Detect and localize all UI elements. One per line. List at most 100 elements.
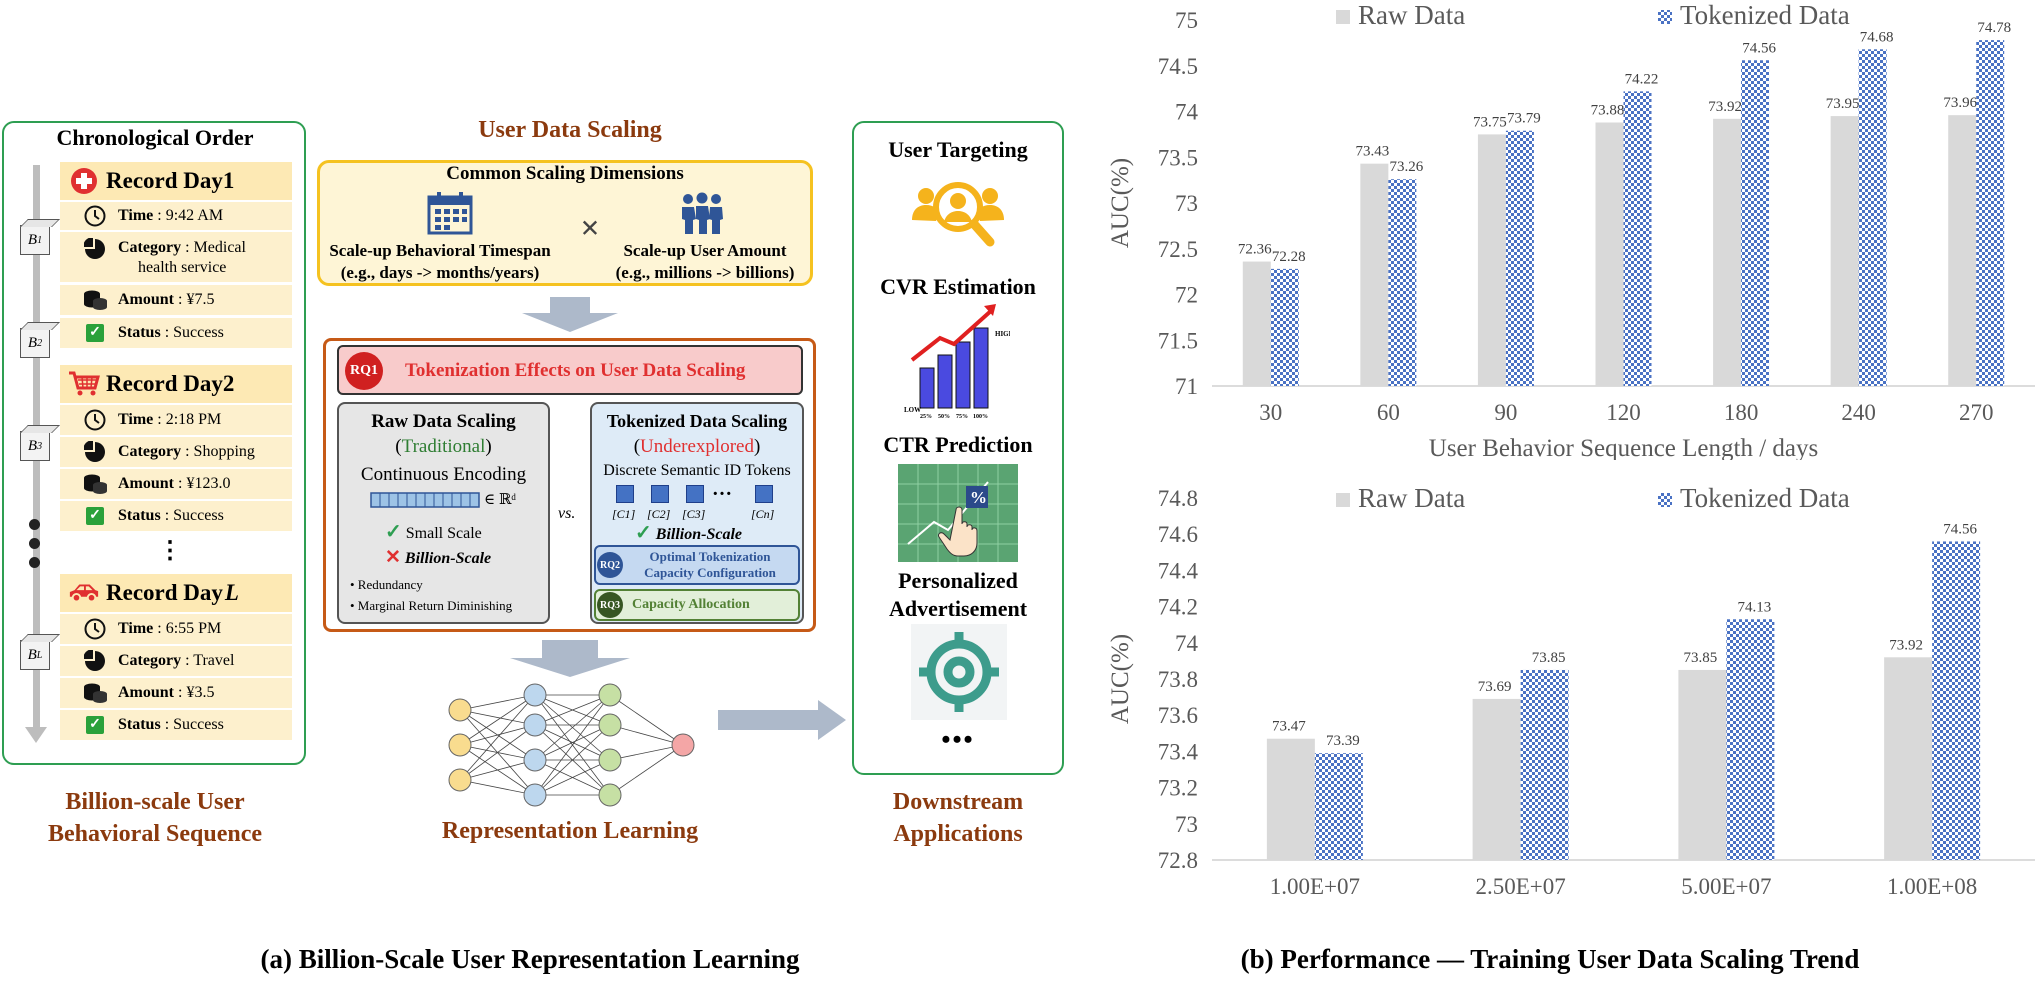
token-block (651, 485, 669, 503)
data-label: 72.36 (1238, 242, 1272, 258)
tokenized-data-bar (1623, 91, 1652, 387)
pie-category-icon (82, 238, 108, 260)
clock-icon (82, 409, 108, 431)
target-icon (911, 624, 1007, 725)
cross-icon: ✕ (385, 547, 401, 568)
dimension-timespan: Scale-up Behavioral Timespan (e.g., days… (329, 241, 551, 282)
check-icon: ✓ (86, 507, 104, 525)
data-label: 73.39 (1326, 733, 1360, 749)
data-label: 73.85 (1532, 650, 1566, 666)
y-tick-label: 71 (1175, 374, 1198, 399)
record-header: Record Day2 (60, 365, 292, 403)
raw-bullet-redundancy: • Redundancy (350, 577, 423, 592)
rq1-badge: RQ1 (345, 352, 383, 390)
record-row: Time: 2:18 PM (60, 405, 292, 435)
pie-category-icon (82, 650, 108, 672)
raw-data-bar (1884, 657, 1933, 860)
rq3-text: Capacity Allocation (632, 597, 750, 612)
data-label: 74.22 (1625, 71, 1659, 87)
check-icon: ✓ (86, 324, 104, 342)
raw-data-bar (1713, 118, 1742, 386)
y-tick-label: 74.8 (1158, 486, 1198, 511)
ctr-prediction-label: CTR Prediction (883, 432, 1033, 457)
billion-scale-check-row: ✓ Billion-Scale (635, 522, 742, 544)
data-label: 73.69 (1478, 679, 1512, 695)
svg-text:75%: 75% (956, 414, 968, 420)
coins-icon (82, 682, 108, 704)
rq3-badge: RQ3 (597, 592, 623, 618)
x-tick-label: 60 (1377, 400, 1400, 425)
raw-data-bar (1242, 261, 1271, 386)
data-label: 73.26 (1389, 159, 1423, 175)
raw-data-bar (1472, 698, 1521, 860)
vertical-ellipsis-dot (29, 519, 40, 530)
y-tick-label: 73.2 (1158, 776, 1198, 801)
y-tick-label: 72.8 (1158, 848, 1198, 873)
legend-label: Tokenized Data (1680, 0, 1850, 30)
tokenized-data-panel (590, 402, 804, 624)
y-tick-label: 74 (1175, 100, 1199, 125)
user-targeting-label: User Targeting (888, 137, 1028, 162)
sequence-title: Chronological Order (56, 125, 254, 150)
record-row: Category: Shopping (60, 437, 292, 467)
data-label: 73.95 (1826, 96, 1860, 112)
check-icon: ✓ (86, 716, 104, 734)
neural-network-diagram (440, 680, 710, 815)
x-tick-label: 240 (1841, 400, 1876, 425)
tokenized-data-bar (1388, 179, 1417, 386)
check-icon: ✓ (385, 521, 402, 543)
tokenized-data-bar (1976, 40, 2005, 386)
y-tick-label: 74.4 (1158, 558, 1199, 583)
downstream-caption: Downstream Applications (892, 789, 1024, 847)
small-scale-row: ✓ Small Scale (385, 521, 482, 543)
record-row: Time: 9:42 AM (60, 202, 292, 230)
y-tick-label: 74.6 (1158, 522, 1198, 547)
records-ellipsis: ⋮ (158, 538, 182, 564)
record-row: Amount: ¥7.5 (60, 285, 292, 315)
check-icon: ✓ (635, 522, 652, 544)
data-label: 72.28 (1272, 249, 1306, 265)
sequence-panel (2, 121, 306, 765)
common-dimensions-title: Common Scaling Dimensions (446, 163, 684, 184)
tokenized-data-bar (1520, 669, 1569, 860)
record-row: ✓ Status: Success (60, 318, 292, 348)
y-tick-label: 75 (1175, 8, 1198, 33)
record-row: Time: 6:55 PM (60, 614, 292, 644)
y-tick-label: 72 (1175, 283, 1198, 308)
token-label: [Cn] (751, 507, 775, 521)
more-applications-dots: ••• (941, 725, 975, 754)
vertical-ellipsis-dot (29, 538, 40, 549)
x-tick-label: 1.00E+08 (1887, 874, 1977, 899)
token-block (755, 485, 773, 503)
legend-swatch-tokenized (1658, 10, 1672, 24)
continuous-vector (370, 492, 480, 513)
legend-swatch-raw (1336, 10, 1350, 24)
y-tick-label: 74.2 (1158, 595, 1198, 620)
data-label: 74.78 (1977, 20, 2011, 36)
user-targeting-icon (908, 174, 1008, 255)
personalized-advertisement-label: Personalized Advertisement (888, 568, 1028, 621)
x-tick-label: 30 (1259, 400, 1282, 425)
tokenized-data-bar (1932, 541, 1981, 860)
calendar-icon (427, 191, 473, 240)
legend-swatch-tokenized (1658, 493, 1672, 507)
raw-data-bar (1595, 122, 1624, 386)
token-block (686, 485, 704, 503)
raw-bullet-diminishing: • Marginal Return Diminishing (350, 598, 513, 613)
y-tick-label: 73.8 (1158, 667, 1198, 692)
x-tick-label: 180 (1724, 400, 1759, 425)
tokenized-data-subtitle: (Underexplored) (633, 436, 761, 457)
pie-category-icon (82, 441, 108, 463)
raw-data-bar (1266, 738, 1315, 860)
tokenized-data-bar (1314, 753, 1363, 860)
data-label: 74.68 (1860, 29, 1894, 45)
cvr-estimation-label: CVR Estimation (880, 274, 1036, 299)
downstream-panel (852, 121, 1064, 775)
svg-text:%: % (970, 488, 987, 507)
raw-data-bar (1360, 163, 1389, 386)
users-group-icon (678, 191, 726, 240)
